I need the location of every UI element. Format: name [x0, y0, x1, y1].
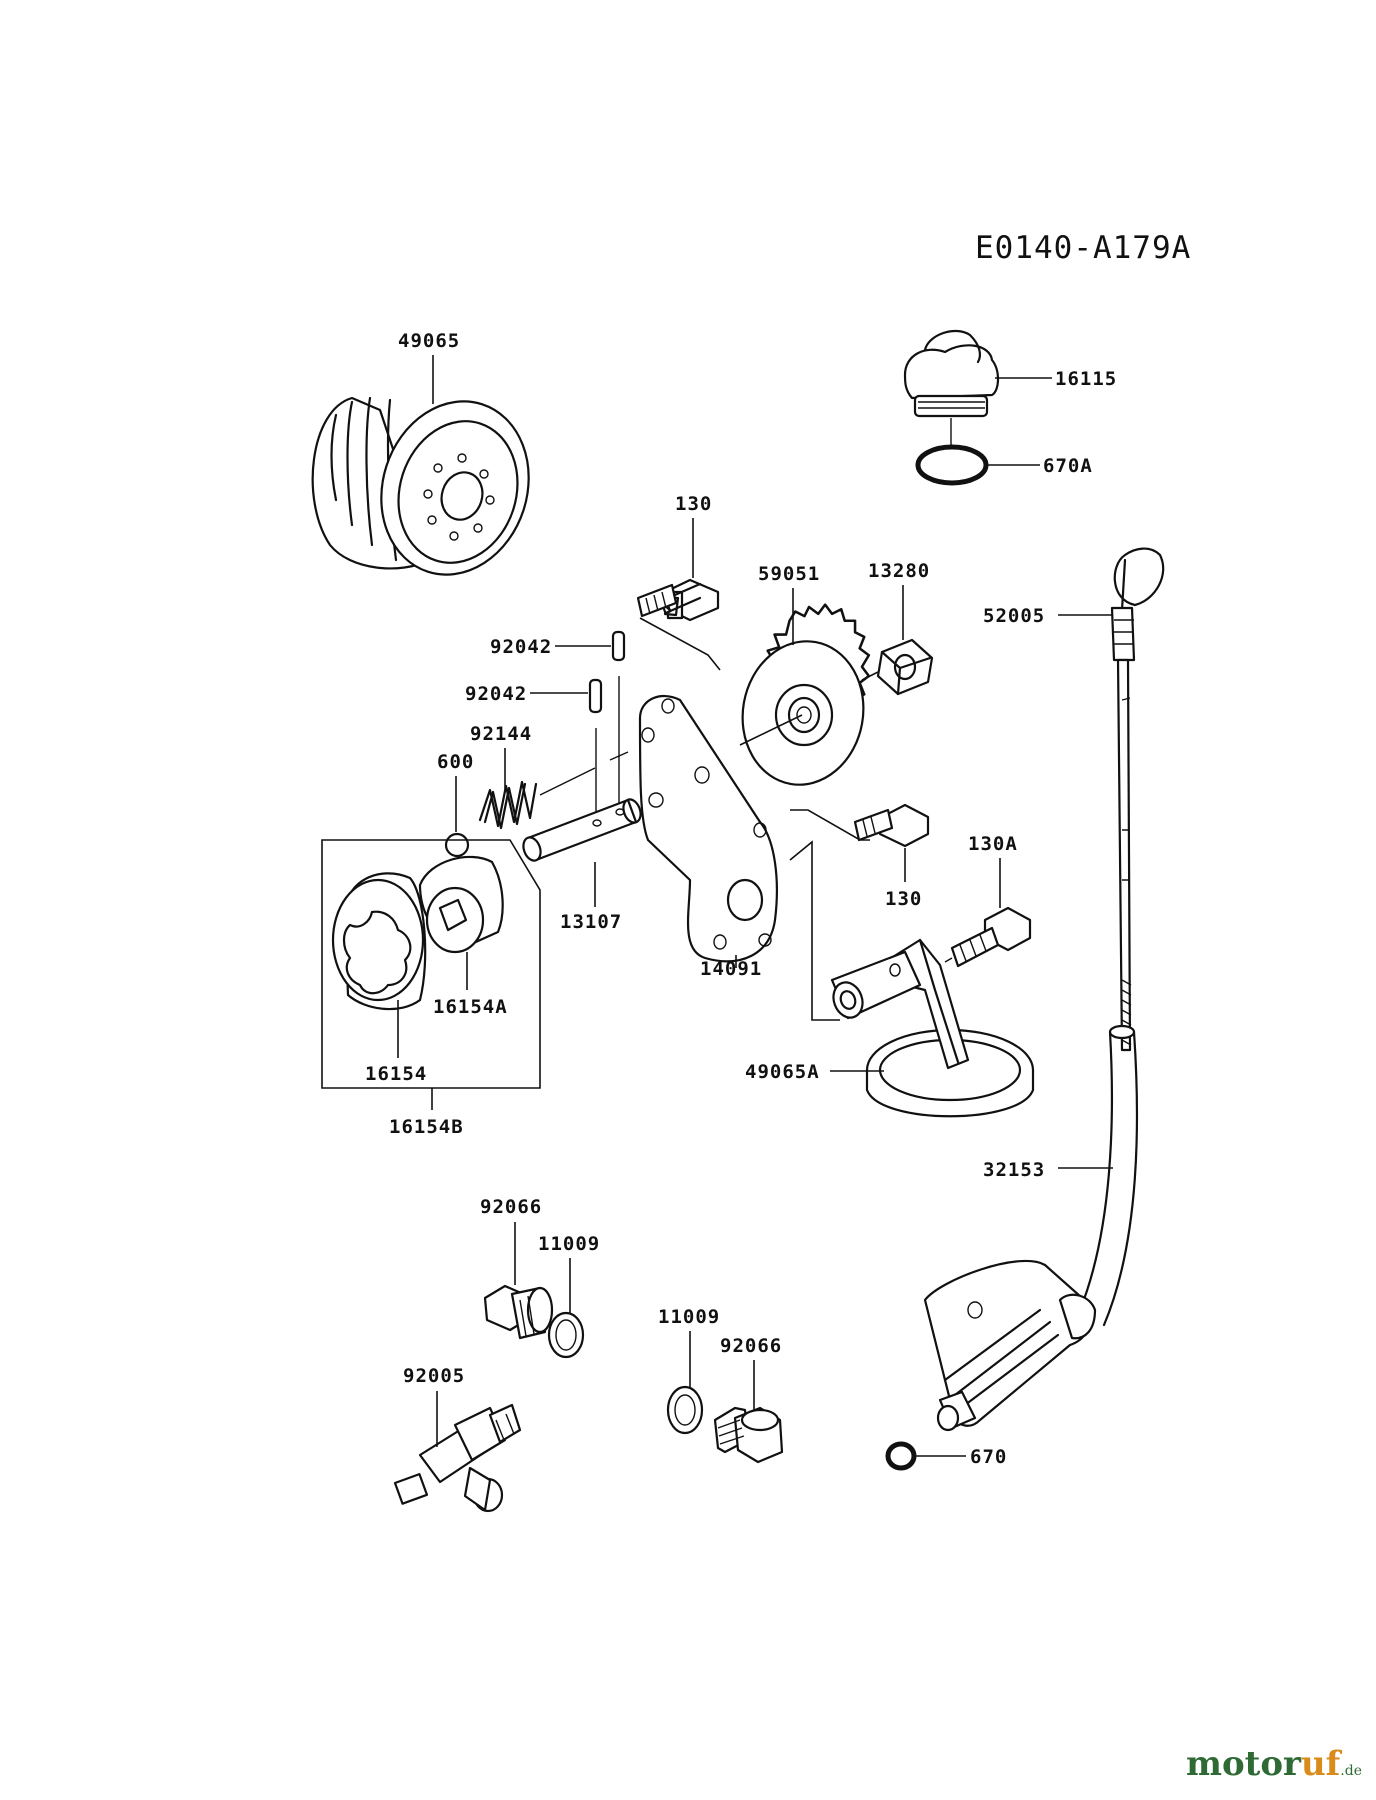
label-16154b: 16154B — [389, 1116, 464, 1138]
dipstick-tube — [923, 1024, 1139, 1432]
rotor-set-box — [321, 839, 541, 1089]
bolt-130-top — [636, 578, 720, 622]
label-600: 600 — [437, 751, 474, 773]
label-11009-left: 11009 — [538, 1233, 600, 1255]
hex-nut — [876, 638, 934, 696]
inner-rotor — [418, 855, 504, 954]
label-670a: 670A — [1043, 455, 1093, 477]
pin-92042-upper — [611, 630, 626, 662]
bolt-130a — [944, 906, 1032, 968]
oil-pickup — [830, 938, 1035, 1118]
label-130-lower: 130 — [885, 888, 922, 910]
label-11009-right: 11009 — [658, 1306, 720, 1328]
relief-ball — [444, 832, 470, 858]
pump-gear — [741, 603, 871, 786]
label-92066-left: 92066 — [480, 1196, 542, 1218]
bolt-130-lower — [853, 803, 930, 848]
label-92066-right: 92066 — [720, 1335, 782, 1357]
diagram-code: E0140-A179A — [975, 230, 1191, 266]
label-52005: 52005 — [983, 605, 1045, 627]
label-92042-lower: 92042 — [465, 683, 527, 705]
drain-plug-left — [483, 1284, 554, 1340]
label-13107: 13107 — [560, 911, 622, 933]
relief-spring — [478, 780, 538, 830]
drain-valve — [393, 1403, 522, 1513]
outer-rotor — [331, 872, 427, 1011]
pin-92042-lower — [588, 678, 603, 714]
label-49065: 49065 — [398, 330, 460, 352]
watermark-logo: motoruf.de — [1185, 1744, 1362, 1784]
o-ring-670 — [885, 1441, 917, 1471]
label-130-top: 130 — [675, 493, 712, 515]
label-16154a: 16154A — [433, 996, 508, 1018]
label-49065a: 49065A — [745, 1061, 820, 1083]
oil-cap — [903, 329, 1000, 445]
label-14091: 14091 — [700, 958, 762, 980]
pump-cover-plate — [638, 694, 778, 963]
dipstick — [1110, 547, 1165, 1052]
label-59051: 59051 — [758, 563, 820, 585]
label-670: 670 — [970, 1446, 1007, 1468]
label-16115: 16115 — [1055, 368, 1117, 390]
pump-shaft — [522, 798, 642, 862]
washer-left — [547, 1311, 585, 1359]
label-92005: 92005 — [403, 1365, 465, 1387]
label-32153: 32153 — [983, 1159, 1045, 1181]
label-130a: 130A — [968, 833, 1018, 855]
washer-right — [666, 1385, 704, 1435]
label-13280: 13280 — [868, 560, 930, 582]
o-ring-670a — [915, 444, 989, 486]
label-92042-upper: 92042 — [490, 636, 552, 658]
label-16154: 16154 — [365, 1063, 427, 1085]
label-92144: 92144 — [470, 723, 532, 745]
oil-filter — [311, 396, 530, 576]
drain-plug-right — [713, 1406, 784, 1464]
